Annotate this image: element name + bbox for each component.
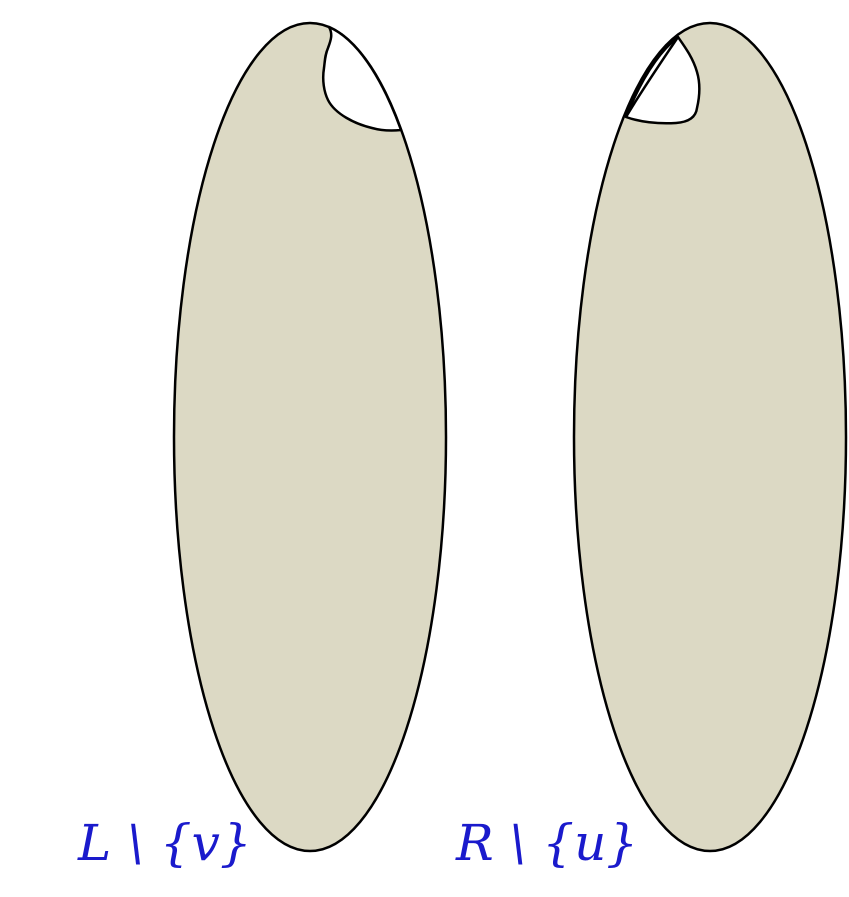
right-removed-vertex-region xyxy=(624,35,701,125)
right-set-label: R \ {u} xyxy=(456,814,639,872)
left-set-label: L \ {v} xyxy=(78,814,252,872)
left-set xyxy=(172,21,448,853)
right-hole-inner-stroke xyxy=(624,36,680,118)
left-removed-vertex-region xyxy=(321,25,403,132)
right-set xyxy=(572,21,848,853)
right-set-ellipse xyxy=(572,21,848,853)
left-set-ellipse xyxy=(172,21,448,853)
